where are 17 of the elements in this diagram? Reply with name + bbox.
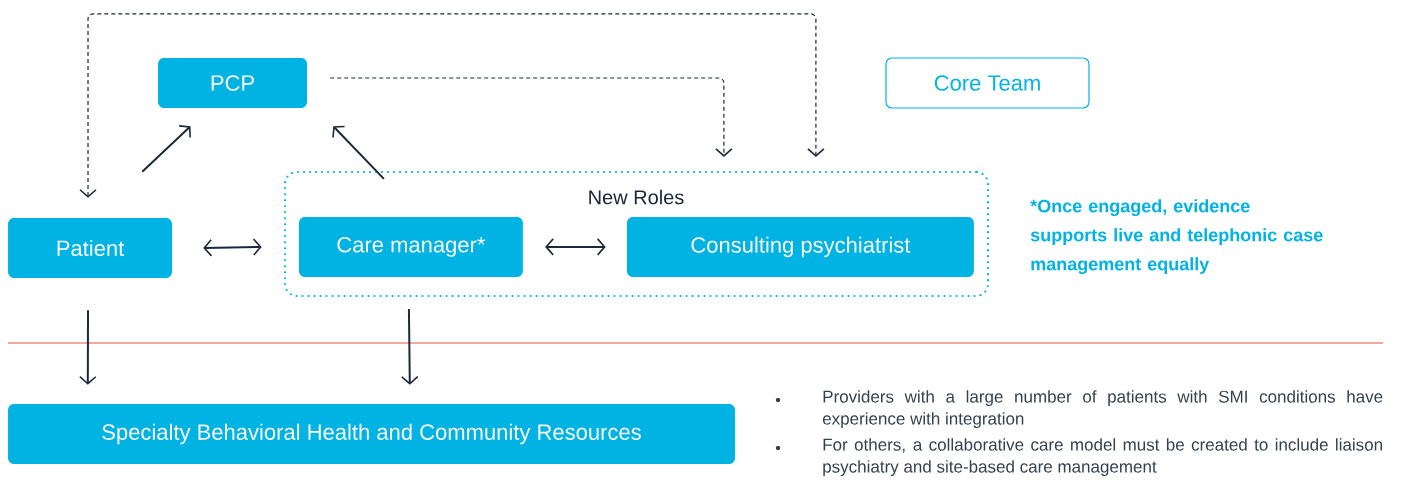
bullet-text: For others, a collaborative care model must be created to include liaison psychiatry and site-based care management (823, 438, 1382, 477)
team-box: Core Team (885, 57, 1090, 109)
process-box: Patient (8, 218, 172, 278)
bullet-text: Providers with a large number of patients with SMI conditions have experience with integration (822, 390, 1383, 429)
arrow (400, 308, 419, 385)
arrow (545, 238, 606, 256)
process-box: Specialty Behavioral Health and Community Resources (8, 404, 735, 464)
arrow (329, 77, 733, 157)
arrow (203, 238, 262, 257)
process-box: PCP (158, 58, 307, 108)
arrow (79, 309, 97, 385)
footnote-text: *Once engaged, evidence supports live and telephonic case management equally (1030, 199, 1323, 275)
process-box: Consulting psychiatrist (626, 216, 974, 277)
process-box: Care manager* (298, 216, 523, 277)
arrow (79, 13, 825, 198)
arrow (141, 125, 191, 173)
arrow (332, 125, 385, 180)
